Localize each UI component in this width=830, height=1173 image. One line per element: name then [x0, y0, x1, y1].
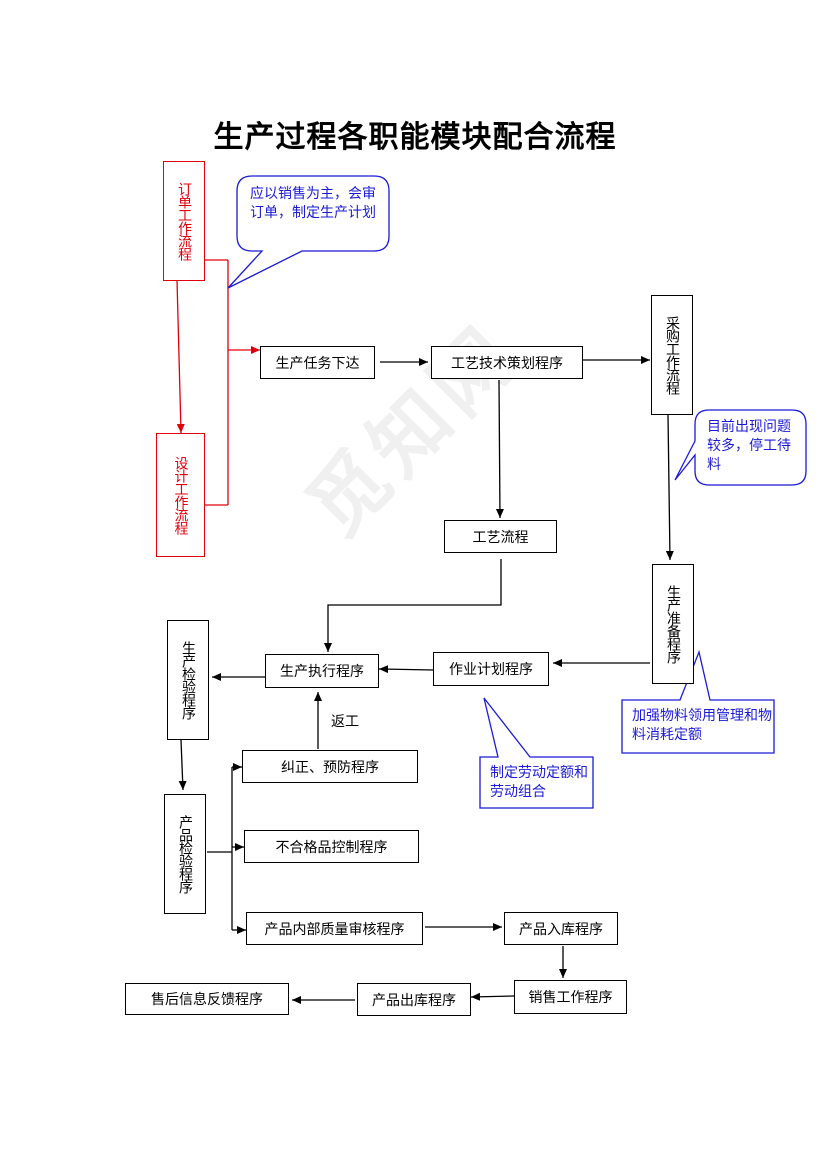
- note-materials: 加强物料领用管理和物料消耗定额: [632, 708, 772, 743]
- nonconforming-label: 不合格品控制程序: [275, 839, 388, 856]
- prod-exec-box[interactable]: 生产执行程序: [265, 654, 379, 688]
- callout-materials-shape: [621, 649, 775, 754]
- warehouse-out-label: 产品出库程序: [372, 992, 456, 1009]
- internal-audit-label: 产品内部质量审核程序: [264, 921, 405, 938]
- callout-sales-shape: [227, 175, 390, 289]
- product-inspect-box[interactable]: 产品检验程序: [164, 794, 206, 914]
- purchase-flow-box[interactable]: 采购工作流程: [651, 295, 693, 415]
- work-plan-box[interactable]: 作业计划程序: [433, 652, 549, 686]
- note-many-issues: 目前出现问题较多，停工待料: [707, 419, 791, 473]
- task-issue-box[interactable]: 生产任务下达: [260, 346, 375, 379]
- callout-issues-shape: [674, 409, 807, 486]
- purchase-flow-label: 采购工作流程: [664, 316, 680, 394]
- corrective-box[interactable]: 纠正、预防程序: [242, 750, 418, 783]
- process-flow-label: 工艺流程: [472, 529, 529, 546]
- prod-inspect-label: 生产检验程序: [180, 641, 196, 719]
- prod-prep-label: 生产准备程序: [665, 585, 681, 663]
- callout-shapes: [227, 175, 807, 809]
- sales-flow-label: 销售工作程序: [528, 990, 613, 1006]
- sales-flow-box[interactable]: 销售工作程序: [514, 980, 627, 1014]
- process-plan-label: 工艺技术策划程序: [451, 355, 563, 372]
- process-plan-box[interactable]: 工艺技术策划程序: [431, 346, 583, 379]
- aftersales-label: 售后信息反馈程序: [151, 992, 263, 1008]
- warehouse-out-box[interactable]: 产品出库程序: [357, 983, 471, 1016]
- corrective-label: 纠正、预防程序: [281, 759, 379, 776]
- page-title: 生产过程各职能模块配合流程: [213, 120, 617, 155]
- design-flow-box[interactable]: 设计工作流程: [156, 433, 205, 557]
- order-flow-label: 订单工作流程: [176, 182, 192, 260]
- prod-inspect-box[interactable]: 生产检验程序: [167, 620, 209, 740]
- note-labor: 制定劳动定额和劳动组合: [490, 765, 588, 800]
- note-sales-first: 应以销售为主，会审订单，制定生产计划: [250, 186, 376, 221]
- work-plan-label: 作业计划程序: [449, 662, 533, 678]
- nonconforming-box[interactable]: 不合格品控制程序: [244, 830, 419, 863]
- process-flow-box[interactable]: 工艺流程: [444, 520, 557, 553]
- design-flow-label: 设计工作流程: [172, 456, 189, 534]
- order-flow-box[interactable]: 订单工作流程: [163, 161, 205, 281]
- product-inspect-label: 产品检验程序: [177, 815, 193, 893]
- callout-labor-shape: [479, 697, 594, 809]
- internal-audit-box[interactable]: 产品内部质量审核程序: [246, 912, 423, 945]
- warehouse-in-label: 产品入库程序: [519, 921, 603, 938]
- prod-exec-label: 生产执行程序: [280, 664, 364, 680]
- prod-prep-box[interactable]: 生产准备程序: [652, 564, 694, 684]
- flow-arrows: [178, 356, 674, 1004]
- rework-label: 返工: [331, 714, 359, 730]
- task-issue-label: 生产任务下达: [275, 355, 360, 372]
- warehouse-in-box[interactable]: 产品入库程序: [504, 912, 618, 945]
- aftersales-box[interactable]: 售后信息反馈程序: [125, 983, 289, 1015]
- red-connectors: [176, 259, 260, 506]
